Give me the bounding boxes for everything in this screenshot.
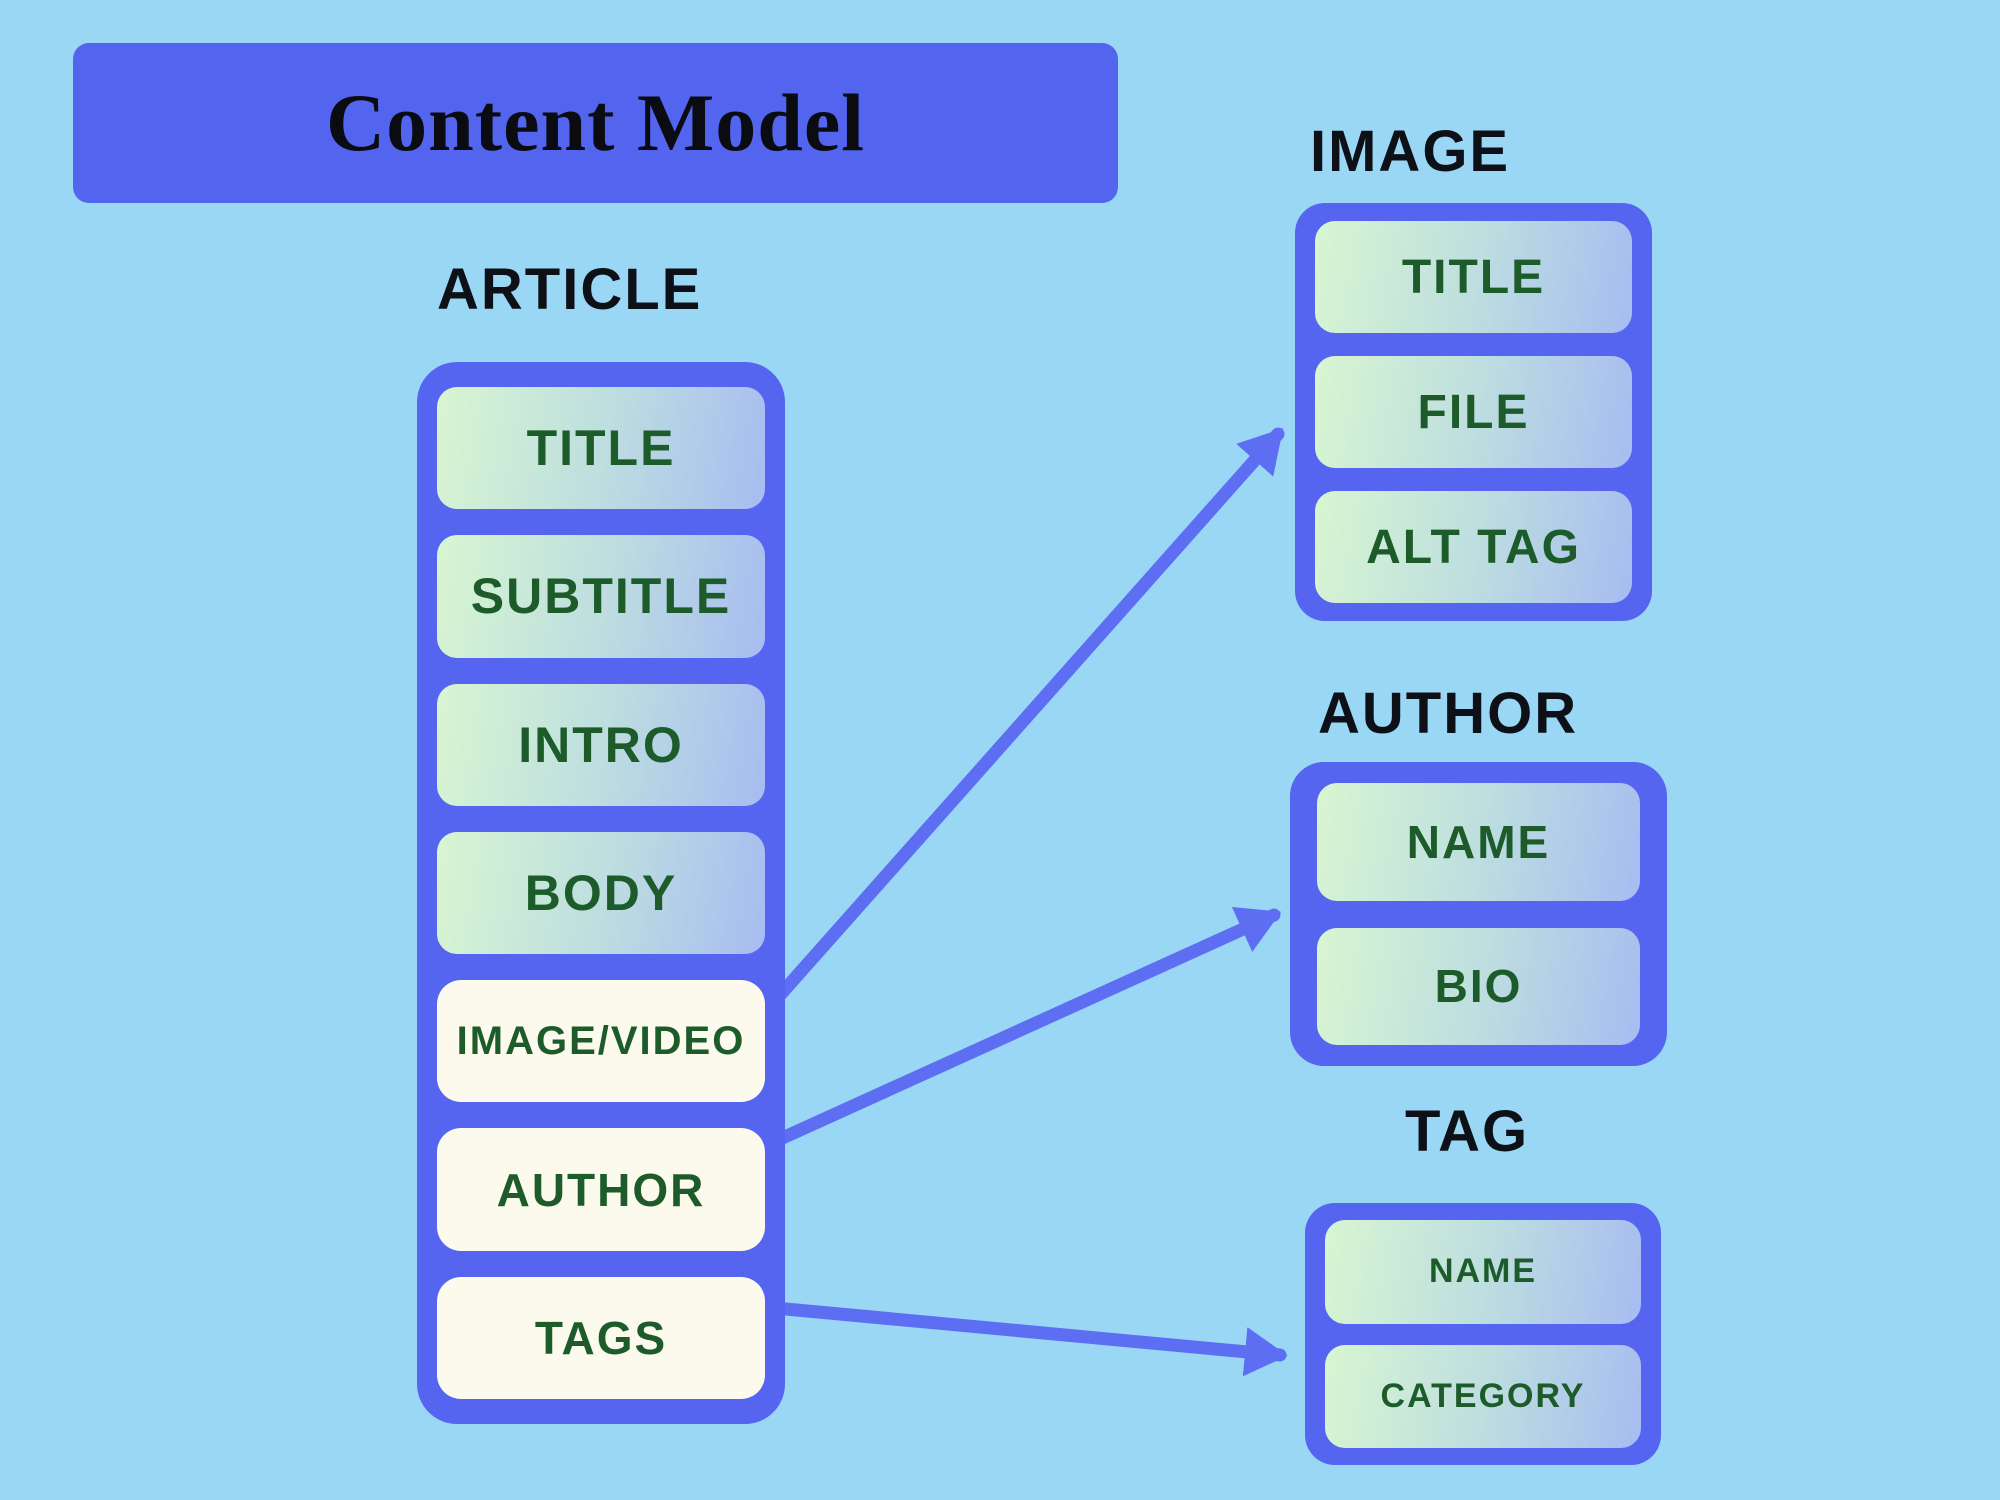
field-article-title: TITLE [437,387,765,510]
entity-heading-article: ARTICLE [437,257,703,322]
title-banner: Content Model [73,43,1118,203]
entity-heading-author: AUTHOR [1318,681,1579,746]
arrow-article-tag [768,1301,1288,1377]
field-article-tags: TAGS [437,1276,765,1399]
field-article-image-video: IMAGE/VIDEO [437,980,765,1103]
field-image-title: TITLE [1315,221,1632,333]
field-article-intro: INTRO [437,683,765,806]
field-tag-category: CATEGORY [1325,1344,1641,1448]
entity-heading-image: IMAGE [1310,119,1511,184]
arrow-article-author [771,907,1282,1147]
field-tag-name: NAME [1325,1220,1641,1324]
field-image-alt-tag: ALT TAG [1315,491,1632,603]
entity-heading-tag: TAG [1405,1099,1530,1164]
field-article-author: AUTHOR [437,1128,765,1251]
page-title: Content Model [325,77,866,168]
entity-image: TITLE FILE ALT TAG [1295,203,1652,621]
field-image-file: FILE [1315,356,1632,468]
field-author-bio: BIO [1317,927,1640,1045]
entity-article: TITLE SUBTITLE INTRO BODY IMAGE/VIDEO AU… [417,362,785,1424]
entity-tag: NAME CATEGORY [1305,1203,1661,1465]
field-article-subtitle: SUBTITLE [437,535,765,658]
field-author-name: NAME [1317,783,1640,901]
field-article-body: BODY [437,831,765,955]
entity-author: NAME BIO [1290,762,1667,1066]
arrow-article-image [773,427,1285,1002]
